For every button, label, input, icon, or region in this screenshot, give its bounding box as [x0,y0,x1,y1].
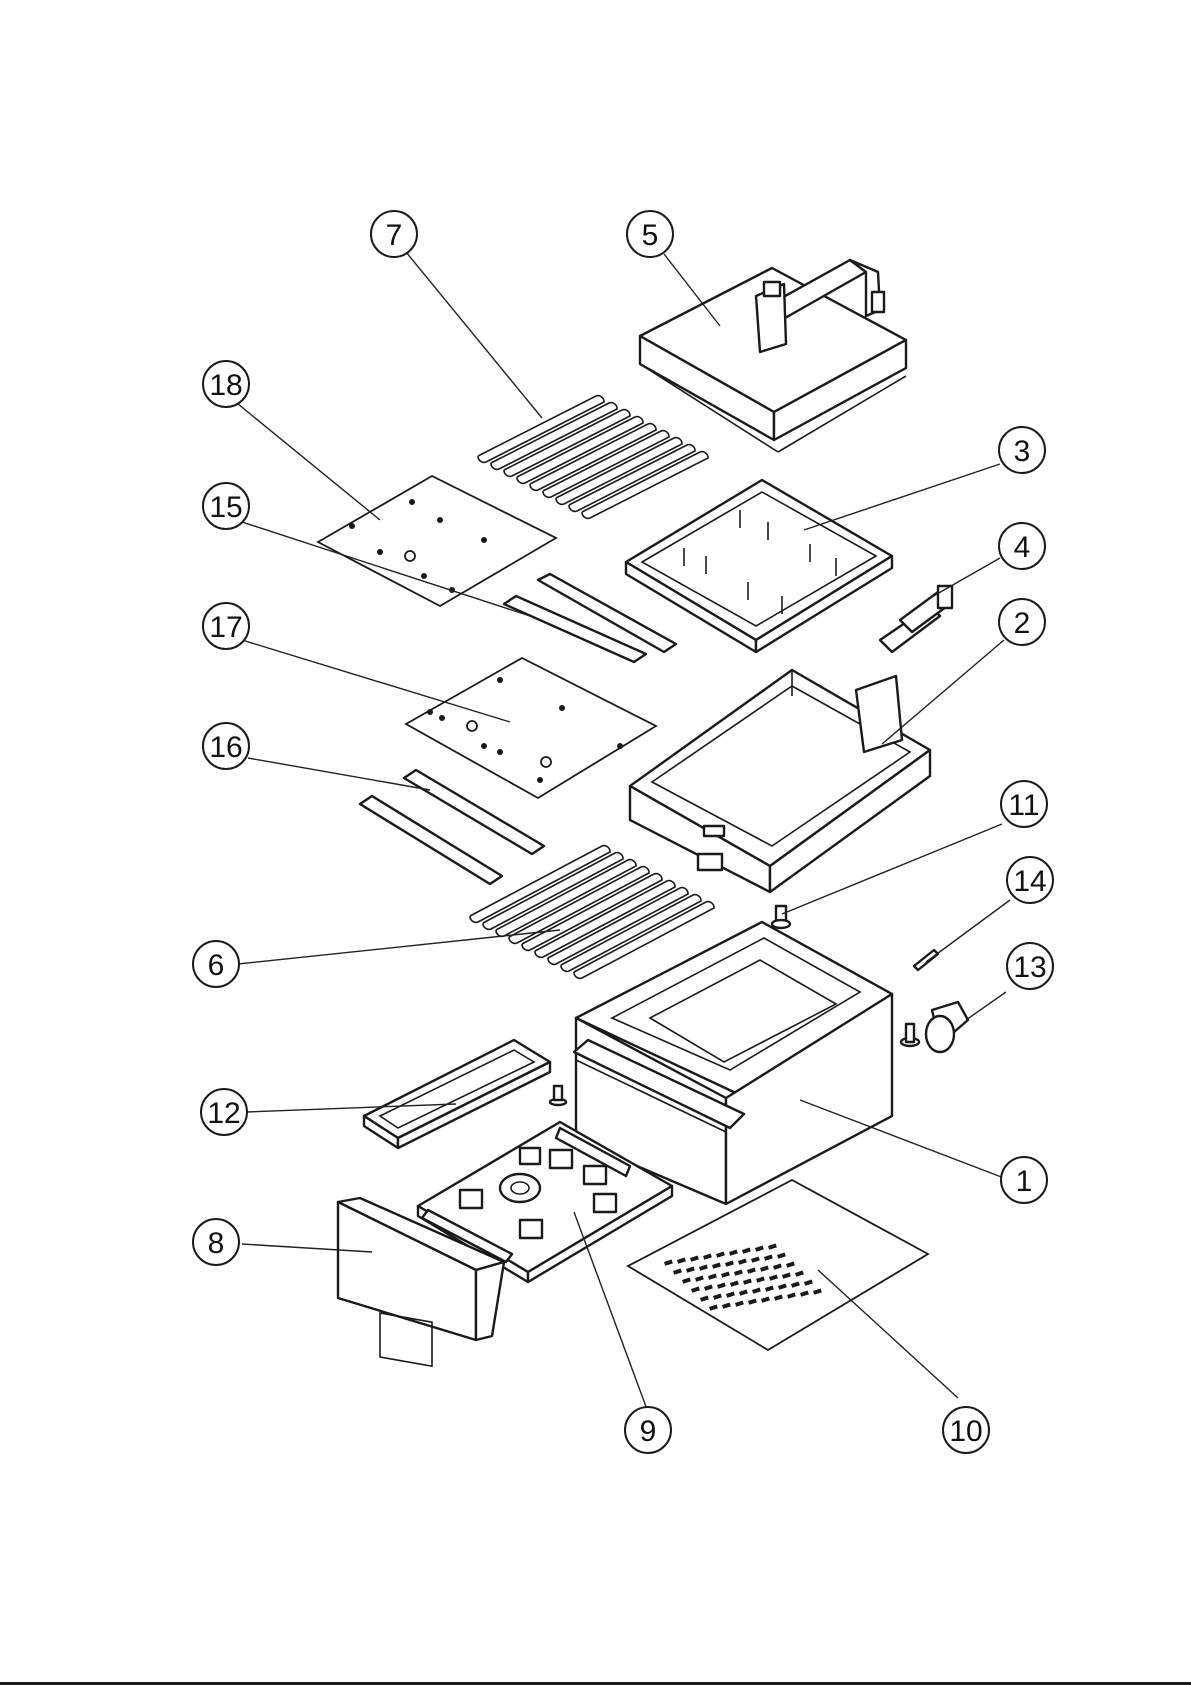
callout-number-1: 1 [1016,1165,1033,1198]
heating-coil-loop [561,895,701,972]
callout-number-8: 8 [208,1227,225,1260]
callout-balloon-10: 10 [943,1407,989,1453]
part-2-drip-pan [630,670,930,892]
part-6-lower-heating-element [470,846,714,979]
callout-number-6: 6 [208,949,225,982]
callout-balloon-11: 11 [1001,781,1047,827]
callout-number-14: 14 [1013,865,1046,898]
callout-balloon-16: 16 [203,723,249,769]
part-18-upper-sheet [318,476,556,606]
callout-balloon-3: 3 [999,427,1045,473]
part-10-bottom-plate [628,1180,928,1350]
callout-number-7: 7 [386,219,403,252]
heating-coil-loop [496,860,636,937]
callout-balloon-12: 12 [201,1089,247,1135]
heating-coil-loop [522,874,662,951]
callout-number-11: 11 [1008,789,1039,822]
heating-coil-loop [548,888,688,965]
part-17-lower-sheet [406,658,656,798]
callout-number-15: 15 [209,491,242,524]
callout-balloon-15: 15 [203,483,249,529]
part-14-screw [914,950,938,970]
heating-coil-loop [535,881,675,958]
heating-coil-loop [483,853,623,930]
callout-balloon-5: 5 [627,211,673,257]
part-11-foot [772,906,790,928]
callout-balloon-4: 4 [999,523,1045,569]
callout-number-13: 13 [1013,951,1046,984]
callout-balloon-17: 17 [203,603,249,649]
callout-number-2: 2 [1014,607,1031,640]
callout-balloon-14: 14 [1007,857,1053,903]
callout-number-17: 17 [209,611,242,644]
callout-balloon-2: 2 [999,599,1045,645]
part-13-knob [901,1002,968,1052]
callout-number-3: 3 [1014,435,1031,468]
part-5-top-cover [640,260,906,452]
part-16-lower-rail [360,770,544,884]
callout-balloon-13: 13 [1007,943,1053,989]
callout-number-10: 10 [949,1415,982,1448]
part-4-actuator [880,586,952,652]
callout-balloon-8: 8 [193,1219,239,1265]
heating-coil-loop [509,867,649,944]
callout-number-9: 9 [640,1415,657,1448]
part-12-drawer [364,1040,566,1148]
callout-number-12: 12 [207,1097,240,1130]
callout-balloon-9: 9 [625,1407,671,1453]
callout-balloon-7: 7 [371,211,417,257]
callout-number-16: 16 [209,731,242,764]
callout-number-5: 5 [642,219,659,252]
part-3-pin-tray [626,480,892,652]
part-7-upper-heating-element [478,396,708,519]
callout-balloon-1: 1 [1001,1157,1047,1203]
callout-number-18: 18 [209,369,242,402]
callout-balloon-18: 18 [203,361,249,407]
callout-number-4: 4 [1014,531,1031,564]
callout-balloon-6: 6 [193,941,239,987]
